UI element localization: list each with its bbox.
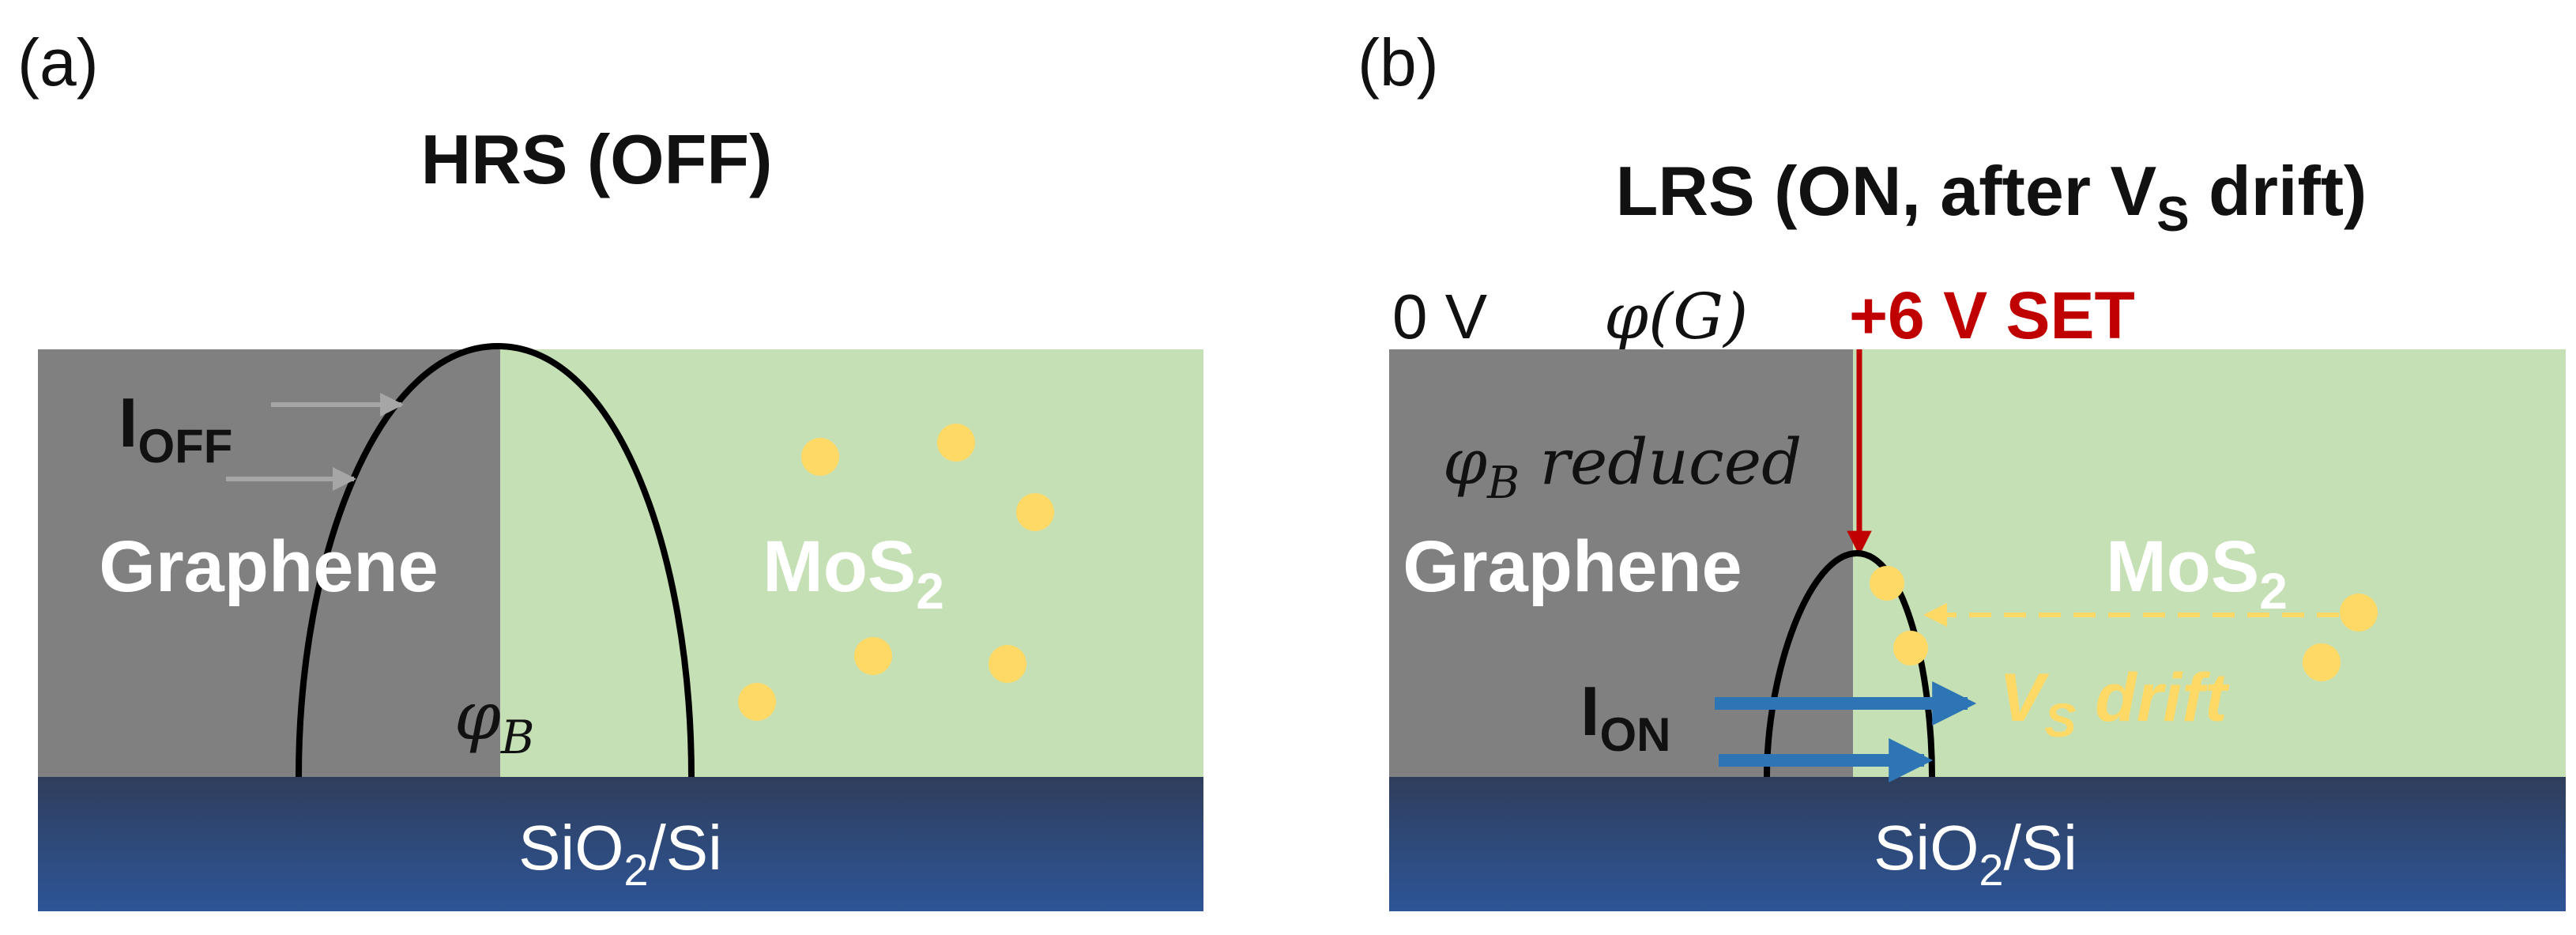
panel-a-title: HRS (OFF)	[421, 120, 773, 198]
substrate-region	[38, 777, 1203, 911]
panel-b-letter: (b)	[1358, 25, 1439, 100]
graphene-potential-label: φ(G)	[1604, 280, 1748, 353]
vacancy-dot	[2303, 643, 2341, 681]
panel-a: (a) HRS (OFF) IOFF Graphene MoS2 φB SiO2…	[17, 25, 1203, 911]
mos2-label: MoS2	[763, 526, 944, 620]
vacancy-dot	[1870, 566, 1904, 601]
vs-drift-label: VS drift	[1999, 660, 2230, 747]
on-current-label: ION	[1580, 672, 1670, 761]
graphene-label: Graphene	[1403, 526, 1742, 607]
panel-b: (b) LRS (ON, after VS drift) 0 V φ(G) +6…	[1358, 25, 2566, 911]
vacancy-dot	[1893, 631, 1928, 665]
graphene-label: Graphene	[99, 526, 438, 607]
mos2-region	[500, 349, 1203, 779]
substrate-label: SiO2/Si	[518, 812, 722, 895]
mos2-label: MoS2	[2106, 526, 2288, 620]
vacancy-dot	[801, 438, 839, 476]
vacancy-dot	[937, 424, 975, 462]
left-bias-label: 0 V	[1392, 281, 1488, 352]
set-voltage-label: +6 V SET	[1849, 278, 2135, 353]
vacancy-dots	[738, 424, 1054, 721]
substrate-region	[1389, 777, 2566, 911]
off-current-label: IOFF	[119, 383, 232, 473]
vacancy-dot	[1016, 493, 1054, 531]
panel-b-title: LRS (ON, after VS drift)	[1616, 152, 2367, 242]
substrate-label: SiO2/Si	[1874, 812, 2077, 895]
barrier-height-label: φB	[454, 677, 534, 764]
vacancy-dot	[854, 637, 892, 675]
barrier-curve	[296, 342, 695, 778]
graphene-region	[38, 349, 500, 779]
vacancy-dot	[989, 645, 1026, 683]
panel-a-letter: (a)	[17, 25, 99, 100]
vacancy-dot	[738, 683, 776, 721]
vacancy-dots	[1870, 566, 2378, 681]
reduced-barrier-curve	[1764, 549, 1935, 778]
vacancy-dot	[2340, 594, 2378, 632]
reduced-barrier-label: φB reduced	[1443, 425, 1802, 509]
